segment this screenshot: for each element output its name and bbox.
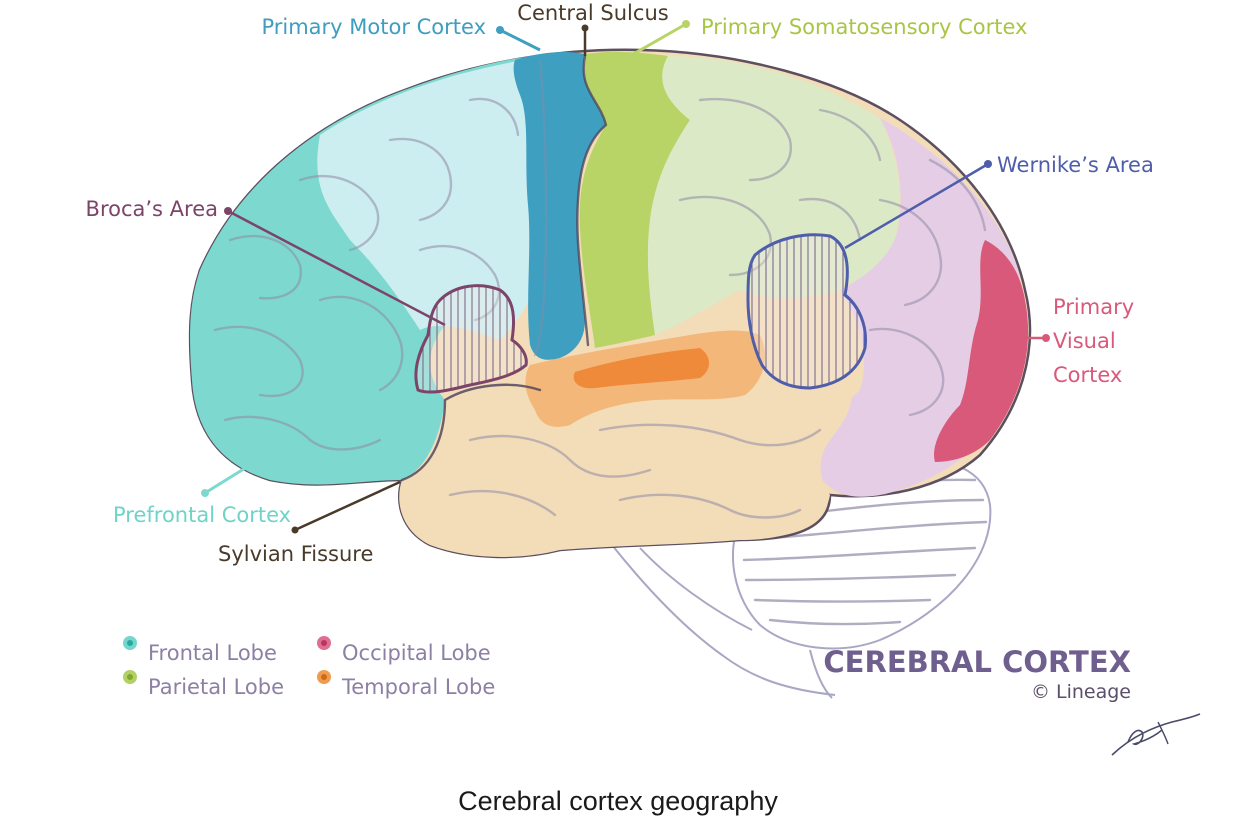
leader-dot-sylvian-fissure <box>291 526 299 534</box>
leader-dot-brocas-area <box>224 207 232 215</box>
legend-item-temporal-lobe: Temporal Lobe <box>317 670 495 699</box>
label-primary-somatosensory-cortex: Primary Somatosensory Cortex <box>701 15 1027 39</box>
brain-stem <box>611 544 836 699</box>
leader-dot-central-sulcus <box>581 24 589 32</box>
leader-wernikes-area <box>844 162 989 250</box>
legend-label-frontal-lobe: Frontal Lobe <box>148 641 277 665</box>
leader-dot-prefrontal-cortex <box>201 489 209 497</box>
wernikes-area-region <box>746 233 868 390</box>
label-primary-visual-cortex-line2: Visual <box>1053 329 1116 353</box>
diagram-credit: © Lineage <box>1031 681 1131 703</box>
label-primary-visual-cortex-line3: Cortex <box>1053 363 1122 387</box>
label-wernikes-area: Wernike’s Area <box>997 153 1154 177</box>
leader-brocas-area <box>227 209 446 327</box>
gyri-lines <box>213 54 987 519</box>
figure-caption: Cerebral cortex geography <box>458 786 778 816</box>
cerebral-cortex-diagram: Primary Motor Cortex Central Sulcus Prim… <box>86 1 1201 756</box>
primary-somatosensory-cortex <box>579 51 690 348</box>
primary-visual-cortex <box>934 240 1029 462</box>
leader-dot-primary-motor-cortex <box>496 26 504 34</box>
label-central-sulcus: Central Sulcus <box>517 1 668 25</box>
legend-item-frontal-lobe: Frontal Lobe <box>123 636 277 665</box>
brocas-area-region <box>414 284 528 394</box>
auditory-cortex-core <box>573 348 709 389</box>
leader-primary-somatosensory-cortex <box>629 22 687 58</box>
legend: Frontal Lobe Parietal Lobe Occipital Lob… <box>123 636 495 699</box>
leader-lines <box>201 20 1050 534</box>
leader-dot-primary-visual-cortex <box>1042 334 1050 342</box>
label-prefrontal-cortex: Prefrontal Cortex <box>113 503 291 527</box>
leader-sylvian-fissure <box>294 480 401 532</box>
diagram-title: CEREBRAL CORTEX <box>823 645 1131 679</box>
legend-label-parietal-lobe: Parietal Lobe <box>148 675 284 699</box>
legend-label-temporal-lobe: Temporal Lobe <box>341 675 495 699</box>
legend-item-occipital-lobe: Occipital Lobe <box>317 636 491 665</box>
leader-prefrontal-cortex <box>204 460 256 495</box>
primary-motor-cortex <box>513 52 606 360</box>
leader-primary-motor-cortex <box>499 28 541 52</box>
label-brocas-area: Broca’s Area <box>86 197 218 221</box>
legend-label-occipital-lobe: Occipital Lobe <box>342 641 491 665</box>
label-primary-motor-cortex: Primary Motor Cortex <box>261 15 486 39</box>
label-primary-visual-cortex-line1: Primary <box>1053 295 1134 319</box>
legend-item-parietal-lobe: Parietal Lobe <box>123 670 284 699</box>
temporal-lobe <box>399 372 852 557</box>
label-sylvian-fissure: Sylvian Fissure <box>218 542 373 566</box>
leader-dot-primary-somatosensory-cortex <box>682 20 690 28</box>
leader-dot-wernikes-area <box>984 160 992 168</box>
artist-signature <box>1111 713 1201 756</box>
